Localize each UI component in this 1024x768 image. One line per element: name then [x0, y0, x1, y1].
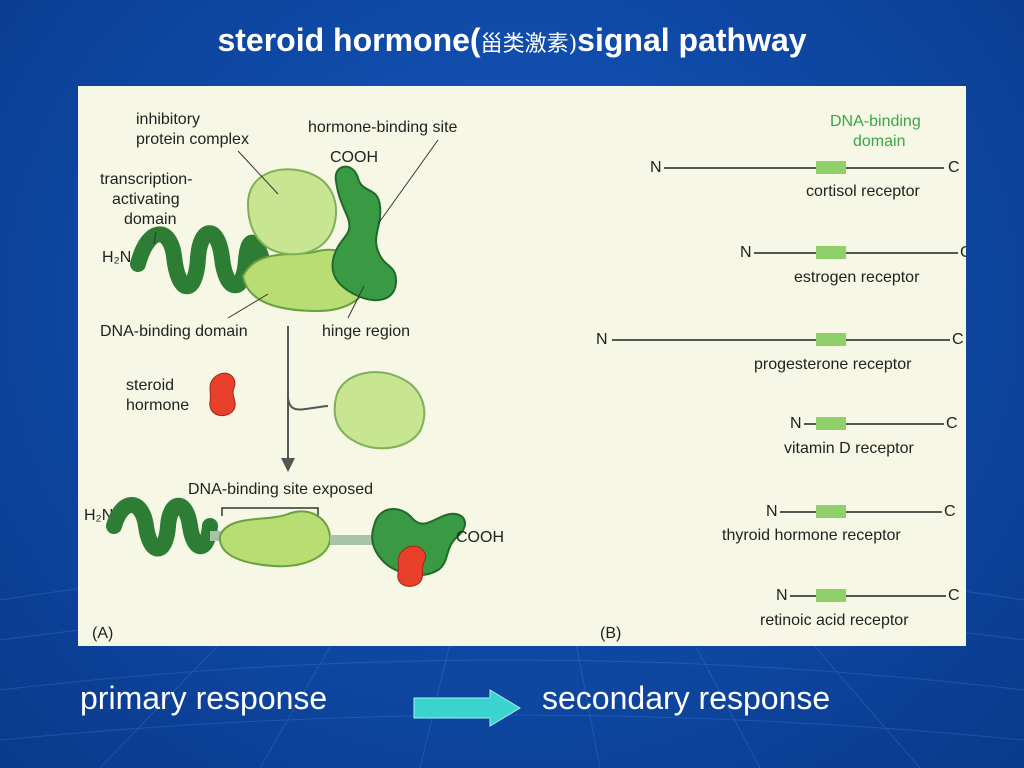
leader-hormone-binding: [377, 139, 439, 225]
activated-dna-binding-domain: [218, 510, 332, 568]
right-arrow-icon: [413, 689, 521, 727]
secondary-response: secondary response: [542, 680, 831, 716]
label-cooh-bottom: COOH: [456, 529, 504, 546]
receptor-estrogen: N C estrogen receptor: [740, 244, 966, 286]
label-hinge-region: hinge region: [322, 323, 410, 340]
n-terminus: N: [650, 159, 662, 176]
release-arrow: [287, 397, 329, 411]
c-terminus: C: [946, 415, 958, 432]
panel-a-label: (A): [92, 625, 113, 642]
label-transcription-3: domain: [124, 211, 176, 228]
receptor-name: cortisol receptor: [806, 183, 920, 200]
receptor-cortisol: N C cortisol receptor: [650, 159, 960, 200]
n-terminus: N: [766, 503, 778, 520]
label-h2n-top: H₂N: [102, 249, 131, 266]
activated-squiggle: [106, 497, 218, 557]
dna-binding-block: [816, 417, 846, 430]
dna-binding-block: [816, 589, 846, 602]
receptor-name: progesterone receptor: [754, 356, 912, 373]
receptor-name: thyroid hormone receptor: [722, 527, 901, 544]
dna-binding-block: [816, 246, 846, 259]
receptor-figure-svg: inhibitory protein complex hormone-bindi…: [84, 111, 966, 642]
label-dna-binding-domain: DNA-binding domain: [100, 323, 248, 340]
receptor-name: vitamin D receptor: [784, 440, 914, 457]
receptor-vitamin-d: N C vitamin D receptor: [784, 415, 958, 457]
down-arrow-head: [281, 458, 295, 472]
leader-transcription: [153, 231, 157, 245]
hormone-binding-domain-shape: [331, 165, 398, 302]
receptor-figure: inhibitory protein complex hormone-bindi…: [78, 86, 966, 646]
n-terminus: N: [776, 587, 788, 604]
released-inhibitory-complex: [333, 371, 426, 450]
label-transcription-2: activating: [112, 191, 180, 208]
c-terminus: C: [948, 159, 960, 176]
primary-response: primary response: [80, 680, 328, 716]
title-suffix: signal pathway: [577, 22, 807, 58]
dna-binding-block: [816, 333, 846, 346]
bound-steroid-hormone: [397, 545, 426, 587]
n-terminus: N: [740, 244, 752, 261]
label-steroid: steroid: [126, 377, 174, 394]
transcription-activating-domain-shape: [130, 225, 272, 295]
label-dna-binding-domain-b-1: DNA-binding: [830, 113, 921, 130]
slide-title: steroid hormone(甾类激素)signal pathway: [0, 22, 1024, 59]
label-h2n-bottom: H₂N: [84, 507, 113, 524]
label-dna-binding-domain-b-2: domain: [853, 133, 905, 150]
label-hormone-binding-site: hormone-binding site: [308, 119, 458, 136]
receptor-thyroid: N C thyroid hormone receptor: [722, 503, 956, 544]
receptor-name: retinoic acid receptor: [760, 612, 909, 629]
label-dna-site-exposed: DNA-binding site exposed: [188, 481, 373, 498]
c-terminus: C: [944, 503, 956, 520]
label-cooh-top: COOH: [330, 149, 378, 166]
c-terminus: C: [952, 331, 964, 348]
receptor-name: estrogen receptor: [794, 269, 920, 286]
dna-binding-block: [816, 505, 846, 518]
title-chinese: 甾类激素): [480, 32, 578, 57]
leader-hinge: [347, 285, 365, 319]
title-prefix: steroid hormone(: [217, 22, 481, 58]
label-inhibitory-2: protein complex: [136, 131, 249, 148]
receptor-progesterone: N C progesterone receptor: [596, 331, 964, 373]
c-terminus: C: [948, 587, 960, 604]
panel-b-label: (B): [600, 625, 621, 642]
exposed-bracket: [221, 507, 319, 516]
label-hormone: hormone: [126, 397, 189, 414]
leader-dna-binding: [227, 293, 269, 319]
dna-binding-block: [816, 161, 846, 174]
receptor-retinoic-acid: N C retinoic acid receptor: [760, 587, 960, 629]
inhibitory-protein-complex-shape: [246, 168, 337, 256]
label-inhibitory-1: inhibitory: [136, 111, 200, 128]
leader-inhibitory: [237, 150, 279, 195]
n-terminus: N: [790, 415, 802, 432]
c-terminus: C: [960, 244, 966, 261]
label-transcription-1: transcription-: [100, 171, 192, 188]
activated-hormone-binding-domain: [371, 508, 466, 577]
steroid-hormone-shape: [209, 372, 236, 417]
n-terminus: N: [596, 331, 608, 348]
